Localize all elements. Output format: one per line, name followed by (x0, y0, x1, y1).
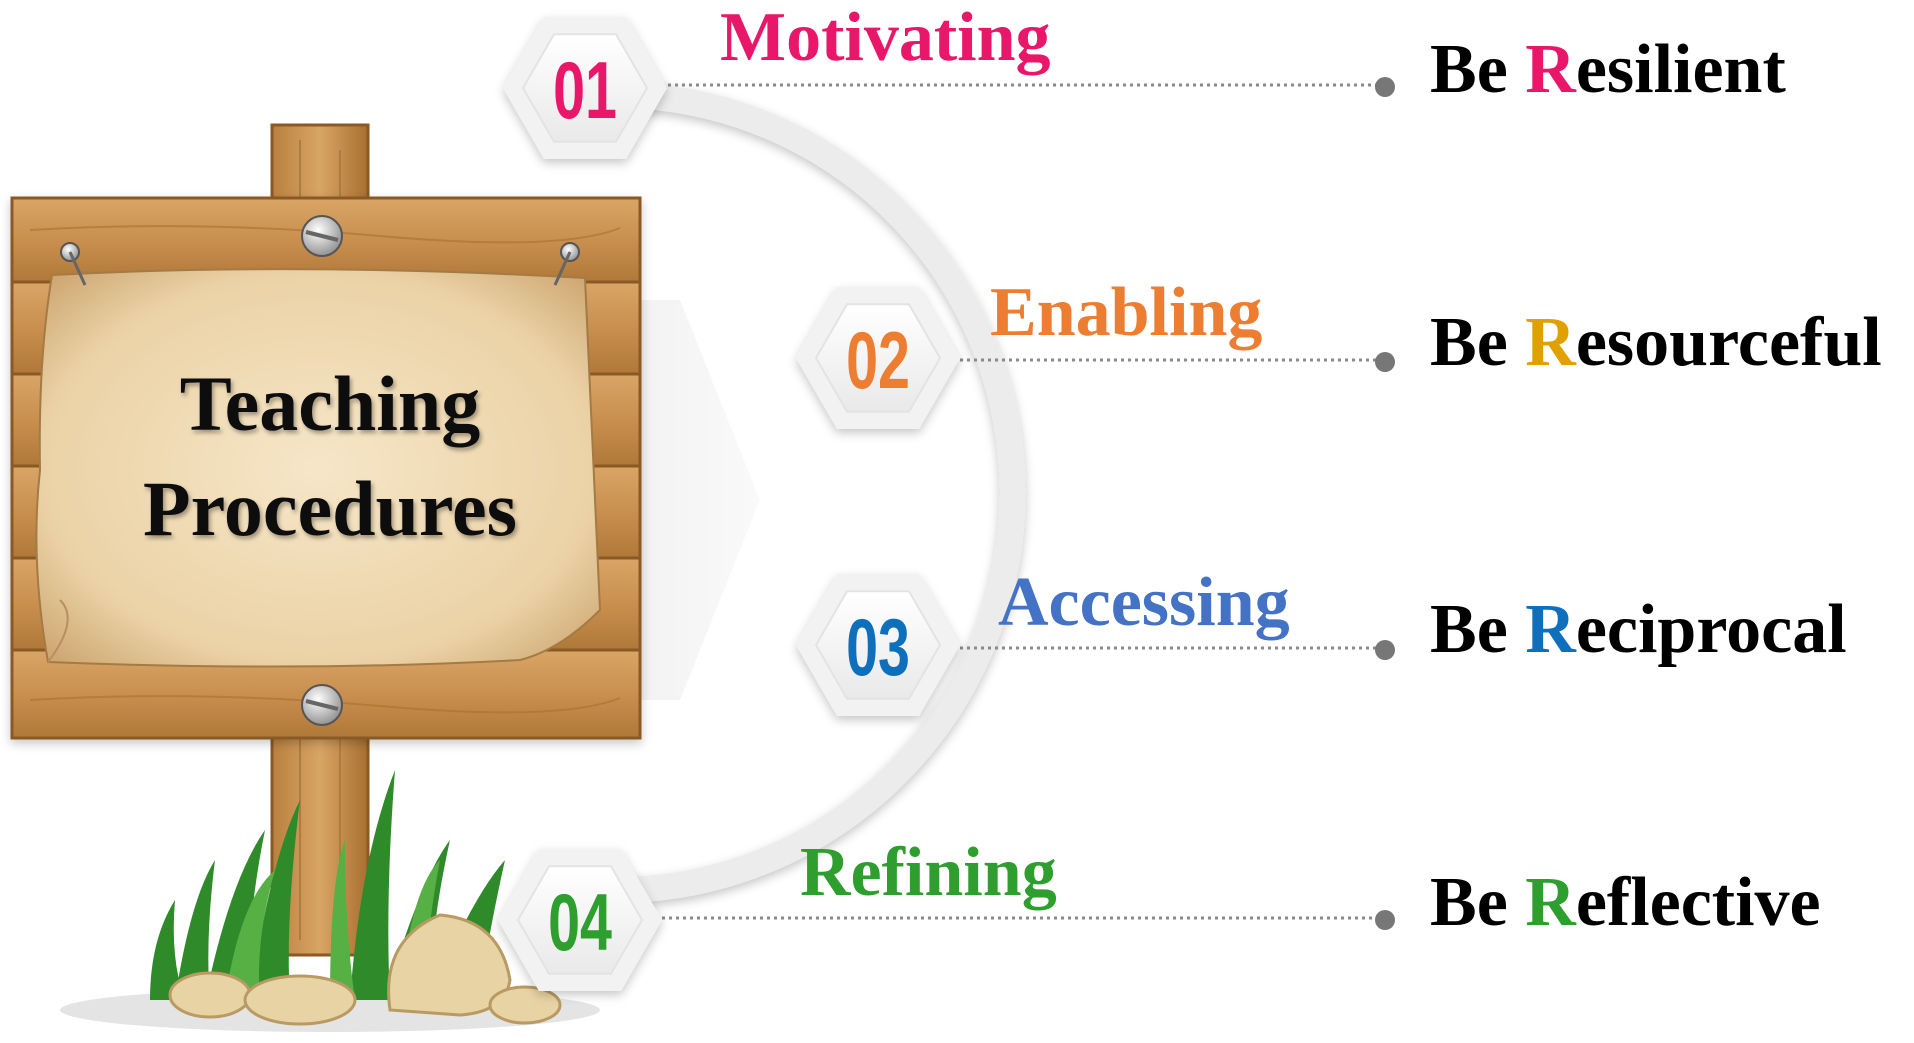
step-label: Refining (800, 834, 1057, 911)
be-initial: R (1525, 31, 1577, 108)
step-item: 04 Refining Be Reflective (498, 834, 1821, 991)
grass-and-rocks (60, 770, 600, 1032)
be-initial: R (1525, 591, 1577, 668)
step-number: 02 (846, 315, 910, 405)
be-rest: eflective (1576, 864, 1821, 941)
be-statement: Be Resourceful (1430, 304, 1882, 381)
be-prefix: Be (1430, 591, 1525, 668)
sign-title-line2: Procedures (143, 465, 517, 552)
screw-icon (301, 684, 343, 726)
nail-icon (553, 242, 580, 286)
be-rest: esourceful (1576, 304, 1882, 381)
sign-title-line1: Teaching (180, 360, 481, 447)
be-prefix: Be (1430, 864, 1525, 941)
connector-arc (609, 81, 1026, 903)
step-item: 02 Enabling Be Resourceful (796, 274, 1882, 429)
hexagon-inner (516, 865, 644, 975)
connector-dot (1375, 640, 1395, 660)
be-rest: eciprocal (1576, 591, 1847, 668)
screw-icon (301, 215, 343, 257)
step-number: 03 (846, 602, 910, 692)
step-number: 01 (553, 45, 617, 135)
wooden-signpost: Teaching Procedures (10, 123, 642, 957)
step-item: 03 Accessing Be Reciprocal (796, 564, 1847, 716)
nail-icon (60, 242, 87, 286)
be-prefix: Be (1430, 31, 1525, 108)
be-statement: Be Reciprocal (1430, 591, 1847, 668)
step-label: Accessing (998, 564, 1290, 641)
step-number: 04 (548, 877, 612, 967)
be-initial: R (1525, 864, 1577, 941)
sign-paper (35, 268, 602, 668)
be-initial: R (1525, 304, 1577, 381)
be-rest: esilient (1576, 31, 1786, 108)
be-statement: Be Reflective (1430, 864, 1821, 941)
be-prefix: Be (1430, 304, 1525, 381)
hexagon-inner (521, 33, 649, 143)
hexagon-inner (814, 303, 942, 413)
connector-dot (1375, 352, 1395, 372)
connector-dot (1375, 77, 1395, 97)
step-label: Motivating (720, 0, 1051, 76)
step-label: Enabling (990, 274, 1262, 351)
step-item: 01 Motivating Be Resilient (503, 0, 1786, 159)
be-statement: Be Resilient (1430, 31, 1786, 108)
hexagon-inner (814, 590, 942, 700)
connector-dot (1375, 910, 1395, 930)
